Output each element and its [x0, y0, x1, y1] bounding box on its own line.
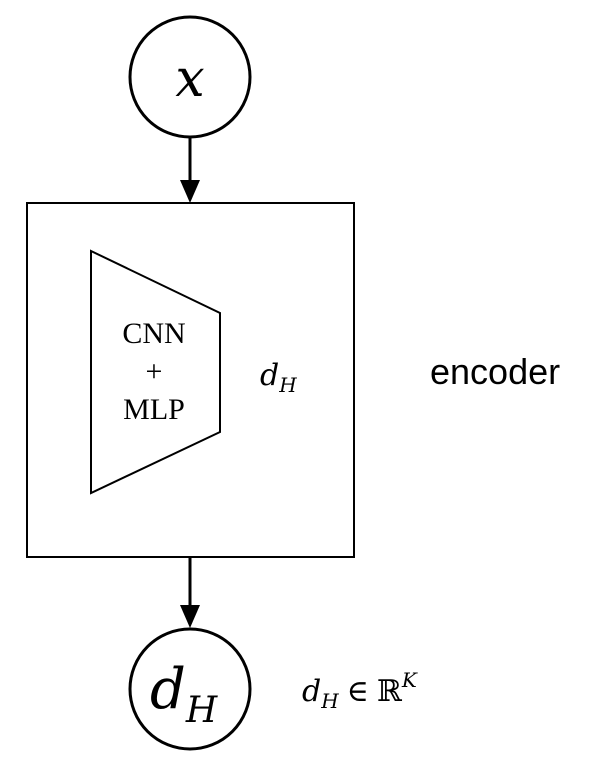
hidden-dim-label: dH [260, 358, 297, 397]
output-node-label: dH [150, 657, 218, 731]
arrow-encoder-to-output [180, 557, 200, 628]
network-label-plus: + [146, 355, 163, 388]
output-space-annotation: dH∈ℝK [302, 668, 418, 713]
network-label-mlp: MLP [123, 393, 185, 426]
input-node-label: x [175, 49, 204, 109]
network-label-cnn: CNN [122, 317, 185, 350]
output-node-circle [128, 627, 252, 751]
encoder-block: CNN + MLP dH [26, 202, 355, 558]
output-node: dH [128, 627, 252, 751]
arrow-input-to-encoder [180, 137, 200, 203]
network-trapezoid [90, 249, 221, 495]
input-node: x [128, 15, 252, 139]
encoder-side-label: encoder [430, 351, 560, 392]
